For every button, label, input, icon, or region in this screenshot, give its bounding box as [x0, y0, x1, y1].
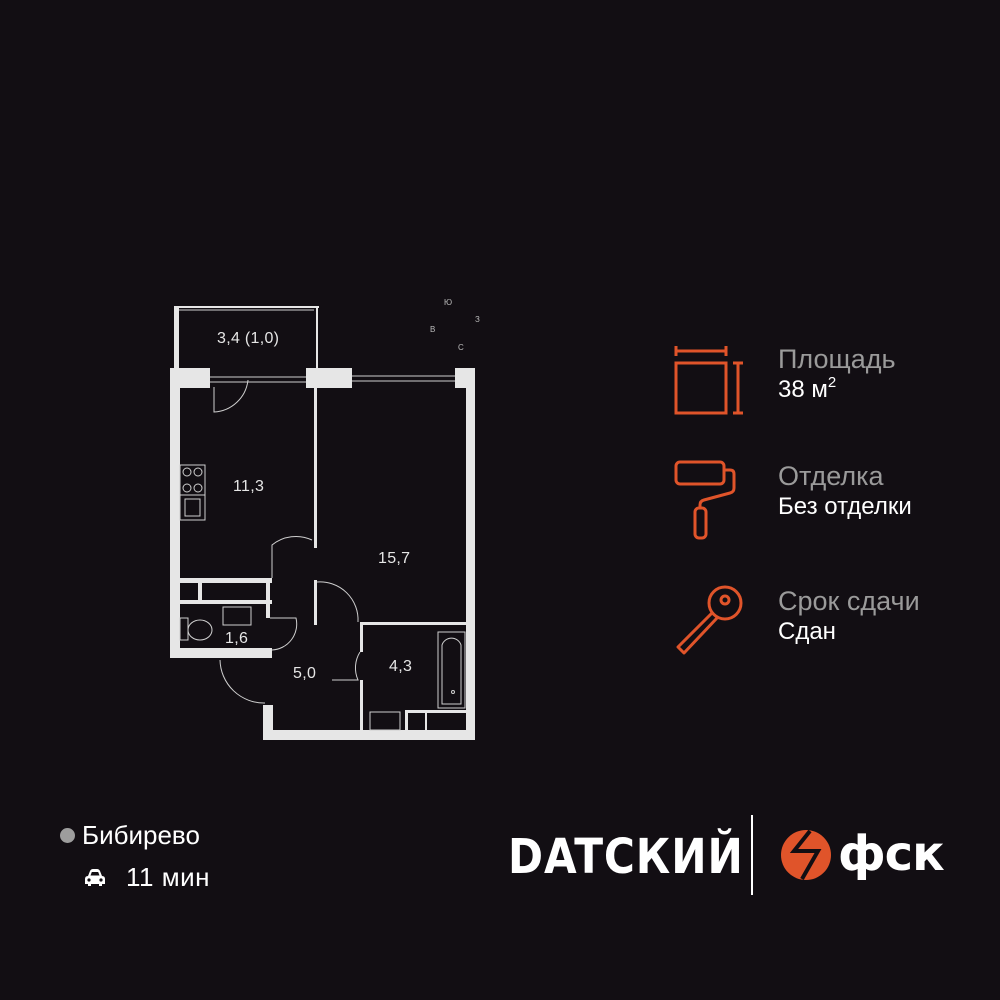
- fsk-logo-icon: [781, 829, 831, 880]
- compass-west: З: [475, 315, 480, 324]
- compass-east: В: [430, 325, 436, 334]
- project-logo: DATСКИЙ: [508, 829, 744, 885]
- brand-divider: [751, 815, 753, 895]
- compass-north: С: [458, 343, 464, 352]
- room-label-toilet: 1,6: [225, 630, 249, 647]
- paint-roller-icon: [674, 460, 736, 540]
- delivery-value: Сдан: [778, 618, 836, 645]
- travel-time-row: 11 мин: [84, 862, 210, 893]
- metro-name: Бибирево: [82, 820, 200, 850]
- room-label-kitchen: 11,3: [233, 478, 265, 495]
- info-delivery: Срок сдачи Сдан: [670, 585, 920, 665]
- room-label-living-room: 15,7: [378, 550, 411, 567]
- info-finish: Отделка Без отделки: [670, 460, 912, 540]
- room-label-bathroom: 4,3: [389, 658, 413, 675]
- metro-station: Бибирево: [60, 820, 200, 851]
- travel-time: 11 мин: [126, 862, 210, 892]
- info-area: Площадь 38 м2: [670, 343, 896, 423]
- metro-dot-icon: [60, 828, 75, 843]
- area-value: 38 м2: [778, 374, 837, 403]
- delivery-label: Срок сдачи: [778, 586, 920, 616]
- area-label: Площадь: [778, 344, 896, 374]
- developer-logo-text: фск: [838, 826, 945, 882]
- finish-label: Отделка: [778, 461, 884, 491]
- room-label-balcony: 3,4 (1,0): [217, 330, 280, 347]
- area-icon: [674, 346, 743, 415]
- car-icon: [85, 868, 105, 886]
- compass-south: Ю: [444, 298, 453, 307]
- room-label-hallway: 5,0: [293, 665, 317, 682]
- key-icon: [676, 585, 743, 655]
- finish-value: Без отделки: [778, 493, 912, 520]
